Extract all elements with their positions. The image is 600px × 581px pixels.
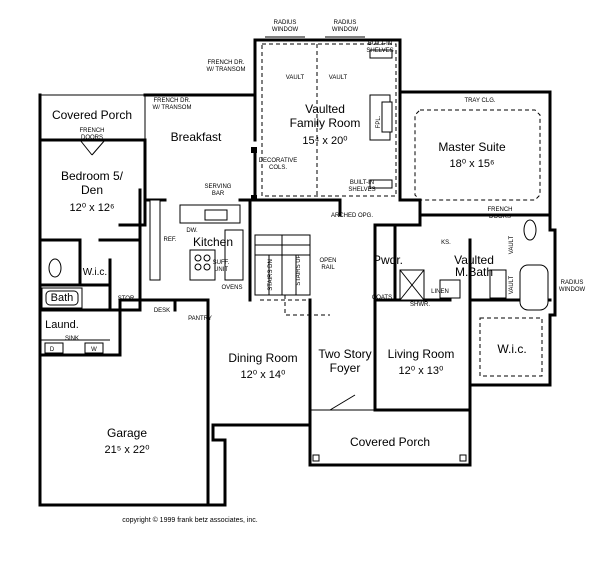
foyer-label-2: Foyer — [330, 361, 361, 375]
open-rail-2: RAIL — [321, 265, 335, 271]
master-suite-label: Master Suite — [438, 140, 506, 154]
covered-porch-bottom-label: Covered Porch — [350, 435, 430, 449]
radius-window-1a: RADIUS — [274, 20, 297, 26]
annotations: RADIUS WINDOW RADIUS WINDOW FRENCH DR. W… — [50, 20, 586, 524]
sink-label: SINK — [65, 336, 79, 342]
ovens-label: OVENS — [221, 285, 242, 291]
living-room-dim: 12⁰ x 13⁰ — [399, 365, 444, 377]
radius-window-2b: WINDOW — [332, 27, 359, 33]
stor-label: STOR — [118, 296, 135, 302]
family-room-dim: 15⁴ x 20⁰ — [302, 135, 348, 147]
builtin-2a: BUILT-IN — [350, 180, 374, 186]
french-dr-transom-1b: W/ TRANSOM — [207, 67, 246, 73]
pantry-label: PANTRY — [188, 316, 212, 322]
shwr-label: SHWR. — [410, 302, 430, 308]
builtin-1a: BUILT-IN — [368, 41, 392, 47]
bath-label: Bath — [51, 292, 74, 304]
french-dr-transom-2b: W/ TRANSOM — [153, 105, 192, 111]
decorative-2: COLS. — [269, 165, 287, 171]
interior-walls — [38, 90, 552, 412]
covered-porch-top-label: Covered Porch — [52, 108, 132, 122]
dryer-label: D — [50, 347, 55, 353]
laundry-label: Laund. — [45, 319, 79, 331]
stairs-dn-label: STAIRS DN — [268, 259, 274, 291]
open-rail-1: OPEN — [319, 258, 336, 264]
suff-1: SUFF. — [213, 260, 230, 266]
copyright-label: copyright © 1999 frank betz associates, … — [122, 516, 258, 524]
breakfast-label: Breakfast — [171, 130, 222, 144]
family-room-label-2: Family Room — [290, 116, 361, 130]
radius-window-3b: WINDOW — [559, 287, 586, 293]
mbath-label-2: M.Bath — [455, 265, 493, 279]
vault-2: VAULT — [329, 75, 348, 81]
foyer-label-1: Two Story — [318, 347, 371, 361]
french-doors-2b: DOORS — [489, 214, 511, 220]
serving-1: SERVING — [205, 184, 232, 190]
living-room-label: Living Room — [388, 347, 455, 361]
garage-dim: 21⁵ x 22⁰ — [104, 444, 150, 456]
decorative-1: DECORATIVE — [259, 158, 298, 164]
suff-2: UNIT — [214, 267, 228, 273]
room-labels: Covered Porch Breakfast Vaulted Family R… — [45, 102, 527, 456]
french-dr-transom-1a: FRENCH DR. — [208, 60, 245, 66]
dining-room-label: Dining Room — [228, 351, 297, 365]
builtin-2b: SHELVES — [348, 187, 375, 193]
bedroom-label-1: Bedroom 5/ — [61, 169, 124, 183]
vault-3: VAULT — [509, 235, 515, 254]
desk-label: DESK — [154, 308, 170, 314]
wic-right-label: W.i.c. — [497, 342, 526, 356]
stairs-up-label: STAIRS UP — [296, 254, 302, 285]
linen-label: LINEN — [431, 289, 449, 295]
kitchen-label: Kitchen — [193, 235, 233, 249]
fpl-label: FPL. — [376, 115, 382, 128]
french-dr-transom-2a: FRENCH DR. — [154, 98, 191, 104]
radius-window-3a: RADIUS — [561, 280, 584, 286]
ks-label: KS. — [441, 240, 451, 246]
family-room-label-1: Vaulted — [305, 102, 345, 116]
bedroom-label-2: Den — [81, 183, 103, 197]
french-doors-1b: DOORS — [81, 135, 103, 141]
washer-label: W — [91, 347, 97, 353]
ref-label: REF. — [163, 237, 176, 243]
arched-opg-label: ARCHED OPG. — [331, 213, 373, 219]
exterior-walls — [38, 38, 557, 507]
garage-label: Garage — [107, 426, 147, 440]
dw-label: DW. — [186, 228, 198, 234]
coats-label: COATS — [372, 295, 392, 301]
dining-room-dim: 12⁰ x 14⁰ — [241, 369, 286, 381]
fixtures — [41, 36, 549, 506]
builtin-1b: SHELVES — [366, 48, 393, 54]
mbath-label-1: Vaulted — [454, 253, 494, 267]
radius-window-1b: WINDOW — [272, 27, 299, 33]
bedroom-dim: 12⁰ x 12⁶ — [69, 202, 114, 214]
vault-1: VAULT — [286, 75, 305, 81]
wic-left-label: W.i.c. — [83, 267, 107, 278]
pwdr-label: Pwdr. — [373, 253, 403, 267]
serving-2: BAR — [212, 191, 225, 197]
french-doors-2a: FRENCH — [488, 207, 513, 213]
master-suite-dim: 18⁰ x 15⁶ — [449, 158, 494, 170]
vault-4: VAULT — [509, 275, 515, 294]
french-doors-1a: FRENCH — [80, 128, 105, 134]
tray-clg-label: TRAY CLG. — [464, 98, 495, 104]
radius-window-2a: RADIUS — [334, 20, 357, 26]
